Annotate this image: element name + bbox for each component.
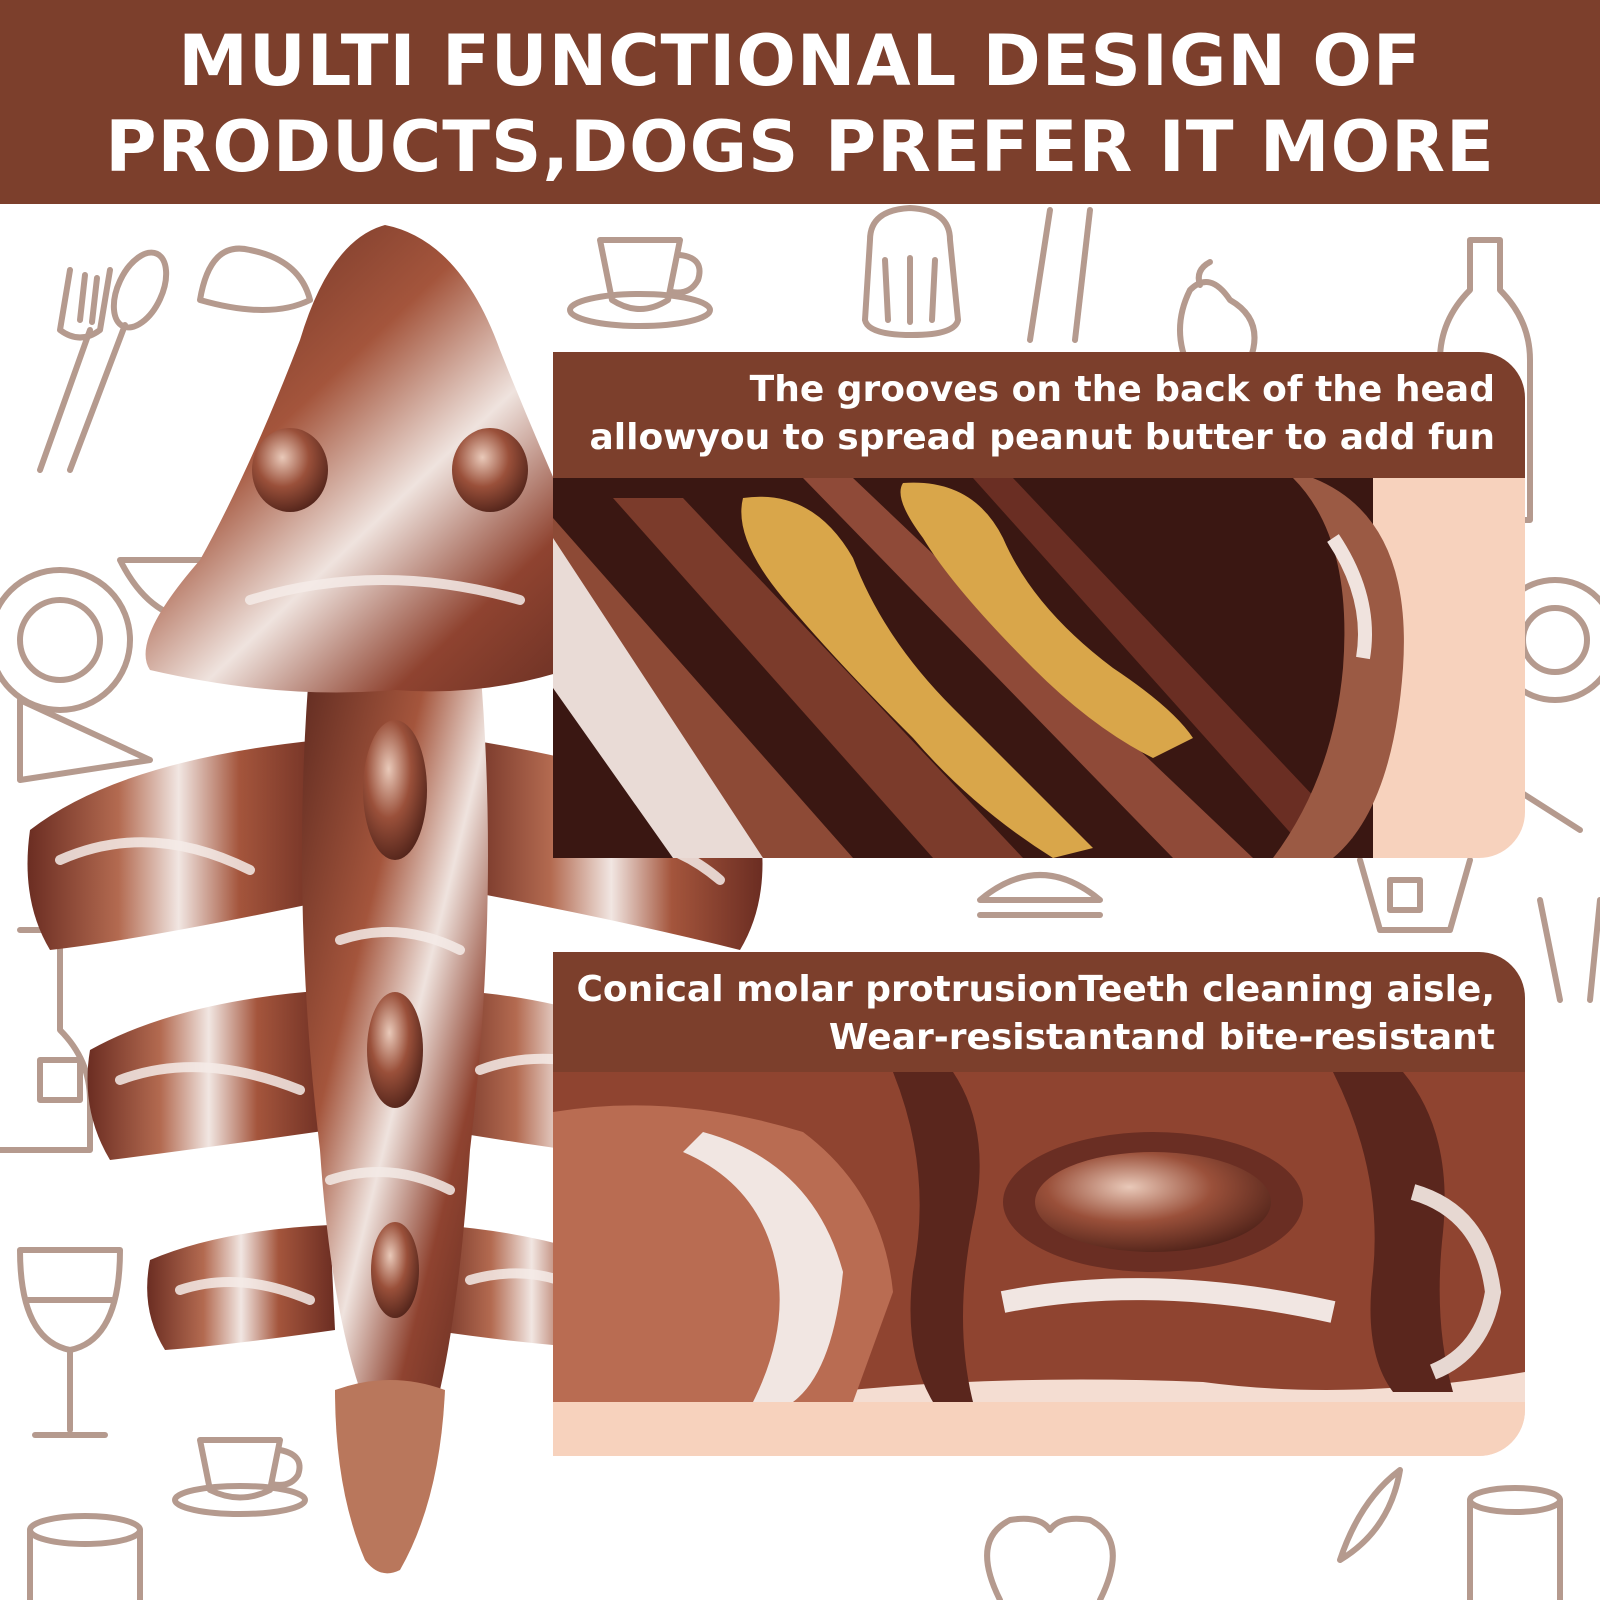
toy-molar-bump-2 (367, 992, 423, 1108)
tall-bottle-doodle-icon (1027, 207, 1093, 343)
spoon-doodle-icon (67, 249, 170, 473)
peanut-butter-groove-photo (553, 478, 1525, 858)
bottle-doodle-icon (1437, 237, 1533, 523)
headline-line-1: MULTI FUNCTIONAL DESIGN OF (178, 20, 1422, 102)
fin-left-3 (147, 1225, 335, 1350)
mug-doodle-icon (27, 1513, 143, 1600)
salt-shaker-doodle-icon (862, 205, 961, 338)
toy-tail (335, 1380, 445, 1574)
molar-caption-line-1: Conical molar protrusionTeeth cleaning a… (576, 969, 1495, 1010)
plate-doodle-icon (0, 567, 133, 713)
jar-doodle-icon (1467, 1485, 1563, 1600)
apple-doodle-icon (984, 1515, 1116, 1600)
coffee-cup-doodle-icon (567, 237, 713, 329)
toy-head (145, 225, 641, 693)
molar-feature-caption: Conical molar protrusionTeeth cleaning a… (553, 952, 1525, 1072)
molar-bump-closeup (1035, 1152, 1271, 1252)
bottle-doodle-icon (1357, 857, 1473, 933)
fork-doodle-icon (37, 267, 113, 473)
headline-line-2: PRODUCTS,DOGS PREFER IT MORE (105, 106, 1495, 188)
molar-caption-line-2: Wear-resistantand bite-resistant (828, 1017, 1495, 1058)
molar-feature-callout: Conical molar protrusionTeeth cleaning a… (553, 952, 1525, 1456)
fin-left-2 (87, 990, 330, 1160)
headline-banner: MULTI FUNCTIONAL DESIGN OF PRODUCTS,DOGS… (0, 0, 1600, 204)
peanut-butter-strip-1 (741, 496, 1093, 858)
glass-doodle-icon (1537, 897, 1600, 1003)
peanut-butter-strip-2 (900, 482, 1193, 758)
teacup-doodle-icon (172, 1437, 308, 1517)
croissant-doodle-icon (197, 245, 313, 313)
toy-right-eye (452, 428, 528, 512)
toy-left-eye (252, 428, 328, 512)
toy-molar-bump-3 (371, 1222, 419, 1318)
cake-slice-doodle-icon (17, 697, 153, 783)
groove-feature-caption: The grooves on the back of the head allo… (553, 352, 1525, 478)
wine-glass-doodle-icon (17, 1247, 123, 1438)
burger-doodle-icon (977, 872, 1103, 918)
molar-protrusion-closeup-photo (553, 1072, 1525, 1456)
leaf-doodle-icon (1337, 1467, 1403, 1563)
groove-caption-line-2: allowyou to spread peanut butter to add … (589, 417, 1495, 458)
toy-molar-bump-1 (363, 720, 427, 860)
groove-feature-callout: The grooves on the back of the head allo… (553, 352, 1525, 858)
groove-caption-line-1: The grooves on the back of the head (749, 369, 1495, 410)
